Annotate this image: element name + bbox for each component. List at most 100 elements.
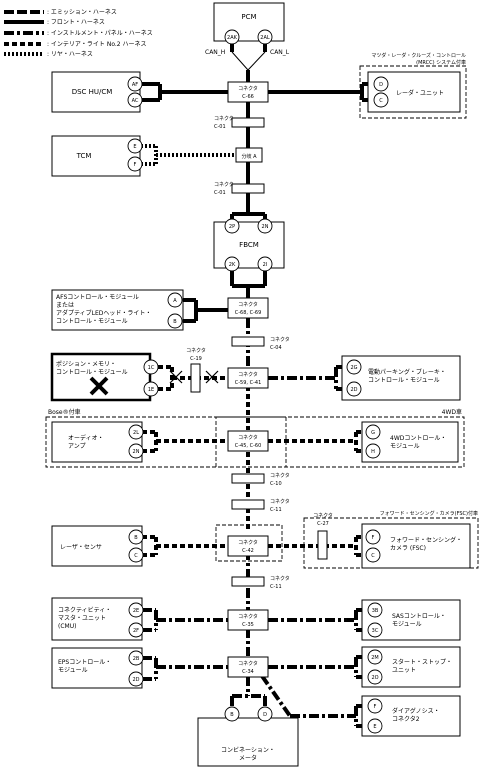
svg-text:コネクタ: コネクタ (214, 181, 234, 188)
bose-label: Bose®付車 (48, 408, 81, 416)
epb-line2: コントロール・モジュール (368, 377, 440, 384)
svg-text:A: A (173, 298, 177, 304)
sas-line1: SASコントロール・ (392, 613, 446, 620)
svg-text:B: B (134, 535, 138, 541)
laser-label: レーザ・センサ (60, 544, 102, 551)
tcm-label: TCM (76, 152, 92, 160)
audio-line1: オーディオ・ (68, 434, 104, 442)
svg-text:コネクタ: コネクタ (238, 371, 258, 378)
svg-text:2O: 2O (371, 675, 378, 681)
eps-box (51, 647, 143, 689)
svg-text:E: E (133, 144, 136, 150)
svg-text:コネクタ: コネクタ (238, 301, 258, 308)
connector-c34: C-34 (242, 669, 254, 675)
epb-box (341, 355, 461, 401)
svg-text:コネクタ: コネクタ (270, 498, 290, 505)
connector-c10: C-10 (270, 481, 282, 487)
connector-c4560: C-45, C-60 (235, 443, 262, 449)
connector-c01a: C-01 (214, 124, 226, 130)
svg-text:2M: 2M (371, 655, 379, 661)
diag-line1: ダイアグノシス・ (392, 707, 440, 715)
audio-line2: アンプ (68, 443, 86, 450)
svg-text:B: B (173, 319, 177, 325)
tcm-box (51, 135, 141, 177)
connector-c19: C-19 (190, 356, 202, 362)
connector-c6869: C-68, C-69 (235, 310, 262, 316)
awd-line1: 4WDコントロール・ (390, 435, 446, 442)
ss-line1: スタート・ストップ・ (392, 658, 452, 666)
svg-text:2N: 2N (262, 224, 269, 230)
svg-text:F: F (374, 704, 377, 710)
pos-line1: ポジション・メモリ・ (56, 360, 116, 368)
svg-text:2I: 2I (263, 262, 268, 268)
svg-text:D: D (263, 712, 267, 718)
ss-line2: ユニット (392, 667, 416, 674)
failure-x-icon (89, 376, 109, 396)
diag-line2: コネクタ2 (392, 715, 420, 723)
branch-a-box (235, 147, 263, 163)
svg-text:コネクタ: コネクタ (214, 115, 234, 122)
connector-c42: C-42 (242, 548, 254, 554)
connector-c01b: C-01 (214, 190, 226, 196)
radar-label: レーダ・ユニット (396, 89, 444, 97)
cmu-line2: マスタ・ユニット (58, 614, 106, 622)
legend-rear: : リヤ・ハーネス (47, 51, 93, 58)
svg-text:C: C (371, 553, 375, 559)
svg-text:2AK: 2AK (227, 35, 238, 41)
afs-line4: コントロール・モジュール (56, 318, 128, 325)
can-h-label: CAN_H (205, 49, 225, 56)
svg-text:H: H (371, 449, 375, 455)
svg-text:コネクタ: コネクタ (238, 660, 258, 667)
svg-text:2P: 2P (229, 224, 235, 230)
fbcm-label: FBCM (239, 241, 259, 249)
bose-group (45, 416, 287, 468)
fsc-line2: カメラ (FSC) (390, 545, 426, 552)
svg-text:F: F (134, 162, 137, 168)
connector-c35: C-35 (242, 622, 254, 628)
eps-line2: モジュール (58, 667, 88, 674)
awd-group (215, 416, 465, 468)
fsc-line1: フォワード・センシング・ (390, 536, 462, 544)
legend: : エミッション・ハーネス : フロント・ハーネス : インストルメント・パネル… (4, 9, 153, 58)
laser-box (51, 525, 143, 567)
svg-text:C: C (379, 98, 383, 104)
open-circuit-marks (169, 370, 219, 384)
svg-text:2AL: 2AL (260, 35, 270, 41)
cmu-box (51, 597, 143, 641)
awd-opt-label: 4WD車 (442, 408, 462, 416)
svg-text:AF: AF (132, 82, 138, 88)
sas-line2: モジュール (392, 621, 422, 628)
audio-box (51, 421, 143, 463)
awd-line2: モジュール (390, 443, 420, 450)
svg-text:C: C (134, 553, 138, 559)
svg-text:コネクタ: コネクタ (270, 472, 290, 479)
mrcc-line1: マツダ・レーダ・クルーズ・コントロール (371, 52, 466, 59)
svg-text:3C: 3C (372, 628, 379, 634)
branch-a-label: 分岐 A (241, 153, 257, 160)
connector-c27: C-27 (317, 521, 329, 527)
svg-text:コネクタ: コネクタ (270, 336, 290, 343)
svg-text:コネクタ: コネクタ (238, 613, 258, 620)
afs-line2: または (56, 302, 74, 309)
svg-text:2L: 2L (133, 430, 139, 436)
cmu-line3: (CMU) (58, 623, 76, 630)
pcm-label: PCM (241, 13, 256, 21)
afs-box (51, 289, 184, 331)
eps-line1: EPSコントロール・ (58, 659, 111, 666)
pos-line2: コントロール・モジュール (56, 369, 128, 376)
combi-box (197, 717, 299, 767)
svg-text:コネクタ: コネクタ (238, 434, 258, 441)
svg-text:1C: 1C (148, 365, 155, 371)
svg-text:E: E (373, 724, 376, 730)
svg-text:コネクタ: コネクタ (238, 85, 258, 92)
dsc-box (51, 71, 141, 113)
fsc-opt-label: フォワード・センシング・カメラ(FSC)付車 (380, 510, 478, 517)
legend-interior: : インテリア・ライト No.2 ハーネス (47, 41, 147, 48)
legend-instrument: : インストルメント・パネル・ハーネス (47, 30, 153, 37)
svg-text:AC: AC (132, 98, 139, 104)
svg-text:2K: 2K (229, 262, 236, 268)
fsc-group (303, 517, 479, 569)
legend-emission: : エミッション・ハーネス (47, 9, 117, 16)
svg-text:B: B (230, 712, 234, 718)
